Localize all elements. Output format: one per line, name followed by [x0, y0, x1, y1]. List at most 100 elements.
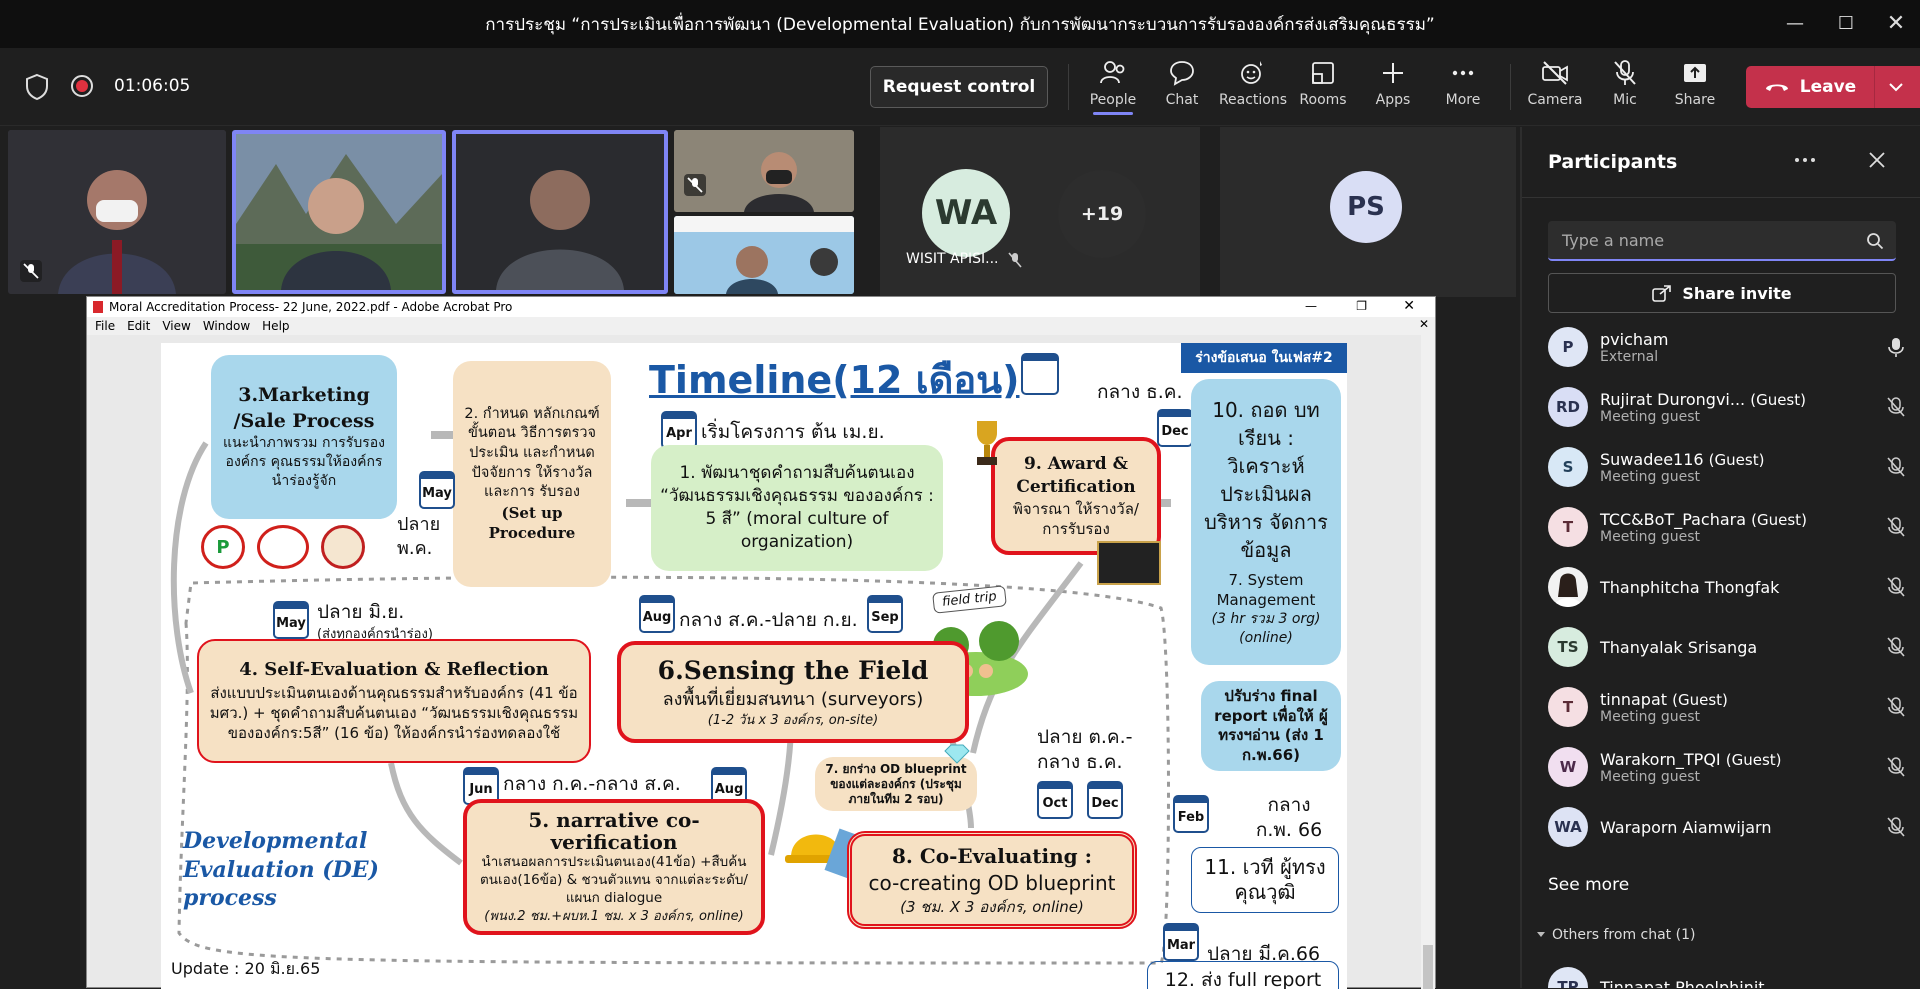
chat-button[interactable]: Chat — [1149, 58, 1215, 118]
video-tile-participant-2[interactable] — [232, 130, 446, 294]
share-button[interactable]: Share — [1662, 58, 1728, 118]
participant-sub: Meeting guest — [1600, 708, 1701, 725]
participant-row[interactable]: T tinnapat (Guest)Meeting guest — [1548, 679, 1908, 735]
mic-label: Mic — [1613, 92, 1637, 108]
calendar-sep: Sep — [867, 595, 903, 633]
mic-muted-icon[interactable] — [1884, 455, 1908, 479]
step-5-title: 5. narrative co-verification — [528, 807, 700, 854]
chat-icon — [1170, 61, 1194, 86]
trophy-icon — [977, 421, 997, 465]
avatar-photo — [1548, 567, 1588, 607]
mic-muted-icon[interactable] — [1884, 695, 1908, 719]
step-5-body: นำเสนอผลการประเมินตนเอง(41ข้อ) +สืบค้นตน… — [480, 853, 748, 907]
participants-panel: Participants Type a name Share invite P … — [1520, 127, 1920, 988]
mic-muted-icon[interactable] — [1884, 635, 1908, 659]
guest-tag: (Guest) — [1672, 690, 1728, 709]
menu-window[interactable]: Window — [202, 319, 251, 333]
rooms-icon — [1312, 62, 1334, 84]
apps-button[interactable]: Apps — [1360, 58, 1426, 118]
chevron-down-icon — [1889, 83, 1903, 92]
mic-button[interactable]: Mic — [1592, 58, 1658, 118]
panel-title: Participants — [1548, 151, 1678, 173]
menu-file[interactable]: File — [95, 319, 116, 333]
video-tile-participant-5[interactable] — [674, 216, 854, 294]
toolbar-divider — [1510, 64, 1511, 110]
video-tile-participant-4[interactable] — [674, 130, 854, 212]
toolbar-divider — [1068, 64, 1069, 110]
share-icon — [1684, 64, 1706, 82]
mid-feb-label: กลาง ก.พ. 66 — [1255, 794, 1323, 841]
participant-row[interactable]: TS Thanyalak Srisanga — [1548, 619, 1908, 675]
doc-close-icon[interactable]: ✕ — [1418, 317, 1429, 331]
camera-button[interactable]: Camera — [1522, 58, 1588, 118]
menu-help[interactable]: Help — [262, 319, 290, 333]
rooms-button[interactable]: Rooms — [1290, 58, 1356, 118]
mid-dec-label: กลาง ธ.ค. — [1097, 381, 1183, 403]
search-placeholder: Type a name — [1562, 230, 1665, 250]
calendar-dec-2: Dec — [1087, 781, 1123, 819]
more-options-icon[interactable] — [1794, 155, 1816, 165]
participant-row[interactable]: S Suwadee116 (Guest)Meeting guest — [1548, 439, 1908, 495]
mic-muted-icon[interactable] — [1884, 815, 1908, 839]
mic-active-icon[interactable] — [1884, 335, 1908, 359]
participant-video-image — [456, 134, 664, 290]
close-panel-icon[interactable] — [1868, 151, 1886, 169]
scroll-thumb[interactable] — [1423, 945, 1433, 989]
close-icon[interactable]: ✕ — [1886, 11, 1906, 36]
leave-button[interactable]: Leave — [1746, 66, 1920, 108]
video-tile-participant-3[interactable] — [452, 130, 668, 294]
participant-row[interactable]: Thanphitcha Thongfak — [1548, 559, 1908, 615]
step-1-box: 1. พัฒนาชุดคำถามสืบค้นตนเอง “วัฒนธรรมเชิ… — [651, 445, 943, 571]
menu-edit[interactable]: Edit — [127, 319, 151, 333]
plus-icon — [1383, 63, 1403, 83]
video-tile-ps[interactable]: PS — [1220, 127, 1516, 297]
minimize-icon[interactable]: — — [1786, 13, 1804, 34]
pdf-scrollbar[interactable] — [1421, 335, 1435, 989]
maximize-icon[interactable]: ☐ — [1837, 13, 1855, 34]
menu-view[interactable]: View — [162, 319, 191, 333]
participant-row[interactable]: TP Tinnapat Phoolphinit — [1548, 959, 1908, 988]
more-button[interactable]: More — [1430, 58, 1496, 118]
video-tile-wa[interactable]: WA WISIT APISI... — [880, 127, 1200, 297]
pdf-restore-icon[interactable]: ❐ — [1356, 299, 1367, 313]
share-invite-button[interactable]: Share invite — [1548, 273, 1896, 313]
overflow-count[interactable]: +19 — [1058, 170, 1146, 258]
step-4-title: 4. Self-Evaluation & Reflection — [239, 659, 549, 681]
video-tile-participant-1[interactable] — [8, 130, 226, 294]
leave-label: Leave — [1799, 77, 1857, 97]
people-label: People — [1089, 92, 1137, 108]
video-gallery: WA WISIT APISI... +19 PS — [0, 127, 1516, 297]
shield-icon[interactable] — [24, 73, 50, 101]
request-control-button[interactable]: Request control — [870, 66, 1048, 108]
search-input[interactable]: Type a name — [1548, 221, 1896, 261]
mic-muted-icon[interactable] — [1884, 575, 1908, 599]
acrobat-icon — [93, 301, 103, 313]
leave-options-button[interactable] — [1875, 66, 1917, 108]
participant-row[interactable]: T TCC&BoT_Pachara (Guest)Meeting guest — [1548, 499, 1908, 555]
panel-divider — [1522, 197, 1920, 198]
participant-name: Waraporn Aiamwijarn — [1600, 817, 1772, 837]
mic-off-icon — [1614, 60, 1636, 85]
mic-muted-icon[interactable] — [1884, 515, 1908, 539]
see-more-link[interactable]: See more — [1548, 875, 1630, 895]
end-mar-label: ปลาย มี.ค.66 — [1207, 943, 1321, 965]
call-timer: 01:06:05 — [114, 76, 191, 96]
share-link-icon — [1652, 285, 1672, 302]
participant-row[interactable]: W Warakorn_TPQI (Guest)Meeting guest — [1548, 739, 1908, 795]
participant-name: Thanyalak Srisanga — [1600, 637, 1758, 657]
partner-logo-1: P — [201, 525, 245, 569]
others-from-chat-section[interactable]: Others from chat (1) — [1536, 927, 1695, 943]
people-button[interactable]: People — [1080, 58, 1146, 118]
pdf-close-icon[interactable]: ✕ — [1403, 298, 1415, 314]
participant-row[interactable]: RD Rujirat Durongvi... (Guest)Meeting gu… — [1548, 379, 1908, 435]
calendar-dec: Dec — [1157, 409, 1193, 447]
participant-row[interactable]: WA Waraporn Aiamwijarn — [1548, 799, 1908, 855]
mic-muted-icon[interactable] — [1884, 395, 1908, 419]
participant-sub: Meeting guest — [1600, 528, 1701, 545]
pdf-minimize-icon[interactable]: — — [1305, 299, 1317, 313]
avatar: WA — [922, 169, 1010, 257]
reactions-button[interactable]: Reactions — [1218, 58, 1288, 118]
mic-muted-icon[interactable] — [1884, 755, 1908, 779]
